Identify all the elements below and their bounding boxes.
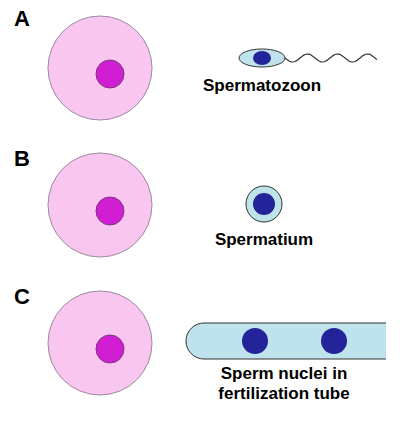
egg-nucleus [96,335,124,363]
sperm-nucleus [242,328,268,354]
panel-letter: C [14,284,30,310]
egg-nucleus [96,197,124,225]
egg-cell [48,16,152,120]
sperm-tail [285,54,377,62]
sperm-nucleus [321,328,347,354]
egg-nucleus [96,60,124,88]
egg-cell [48,153,152,257]
part-label: Sperm nuclei in fertilization tube [194,364,374,405]
fertilization-tube [186,323,386,359]
panel-letter: B [14,146,30,172]
spermatium-cell [246,186,282,222]
egg-cell [48,291,152,395]
part-label: Spermatium [215,230,313,250]
sperm-head [239,49,285,67]
sperm-nucleus [253,51,271,65]
spermatium-nucleus [253,193,275,215]
part-label: Spermatozoon [203,76,321,96]
panel-letter: A [14,6,30,32]
